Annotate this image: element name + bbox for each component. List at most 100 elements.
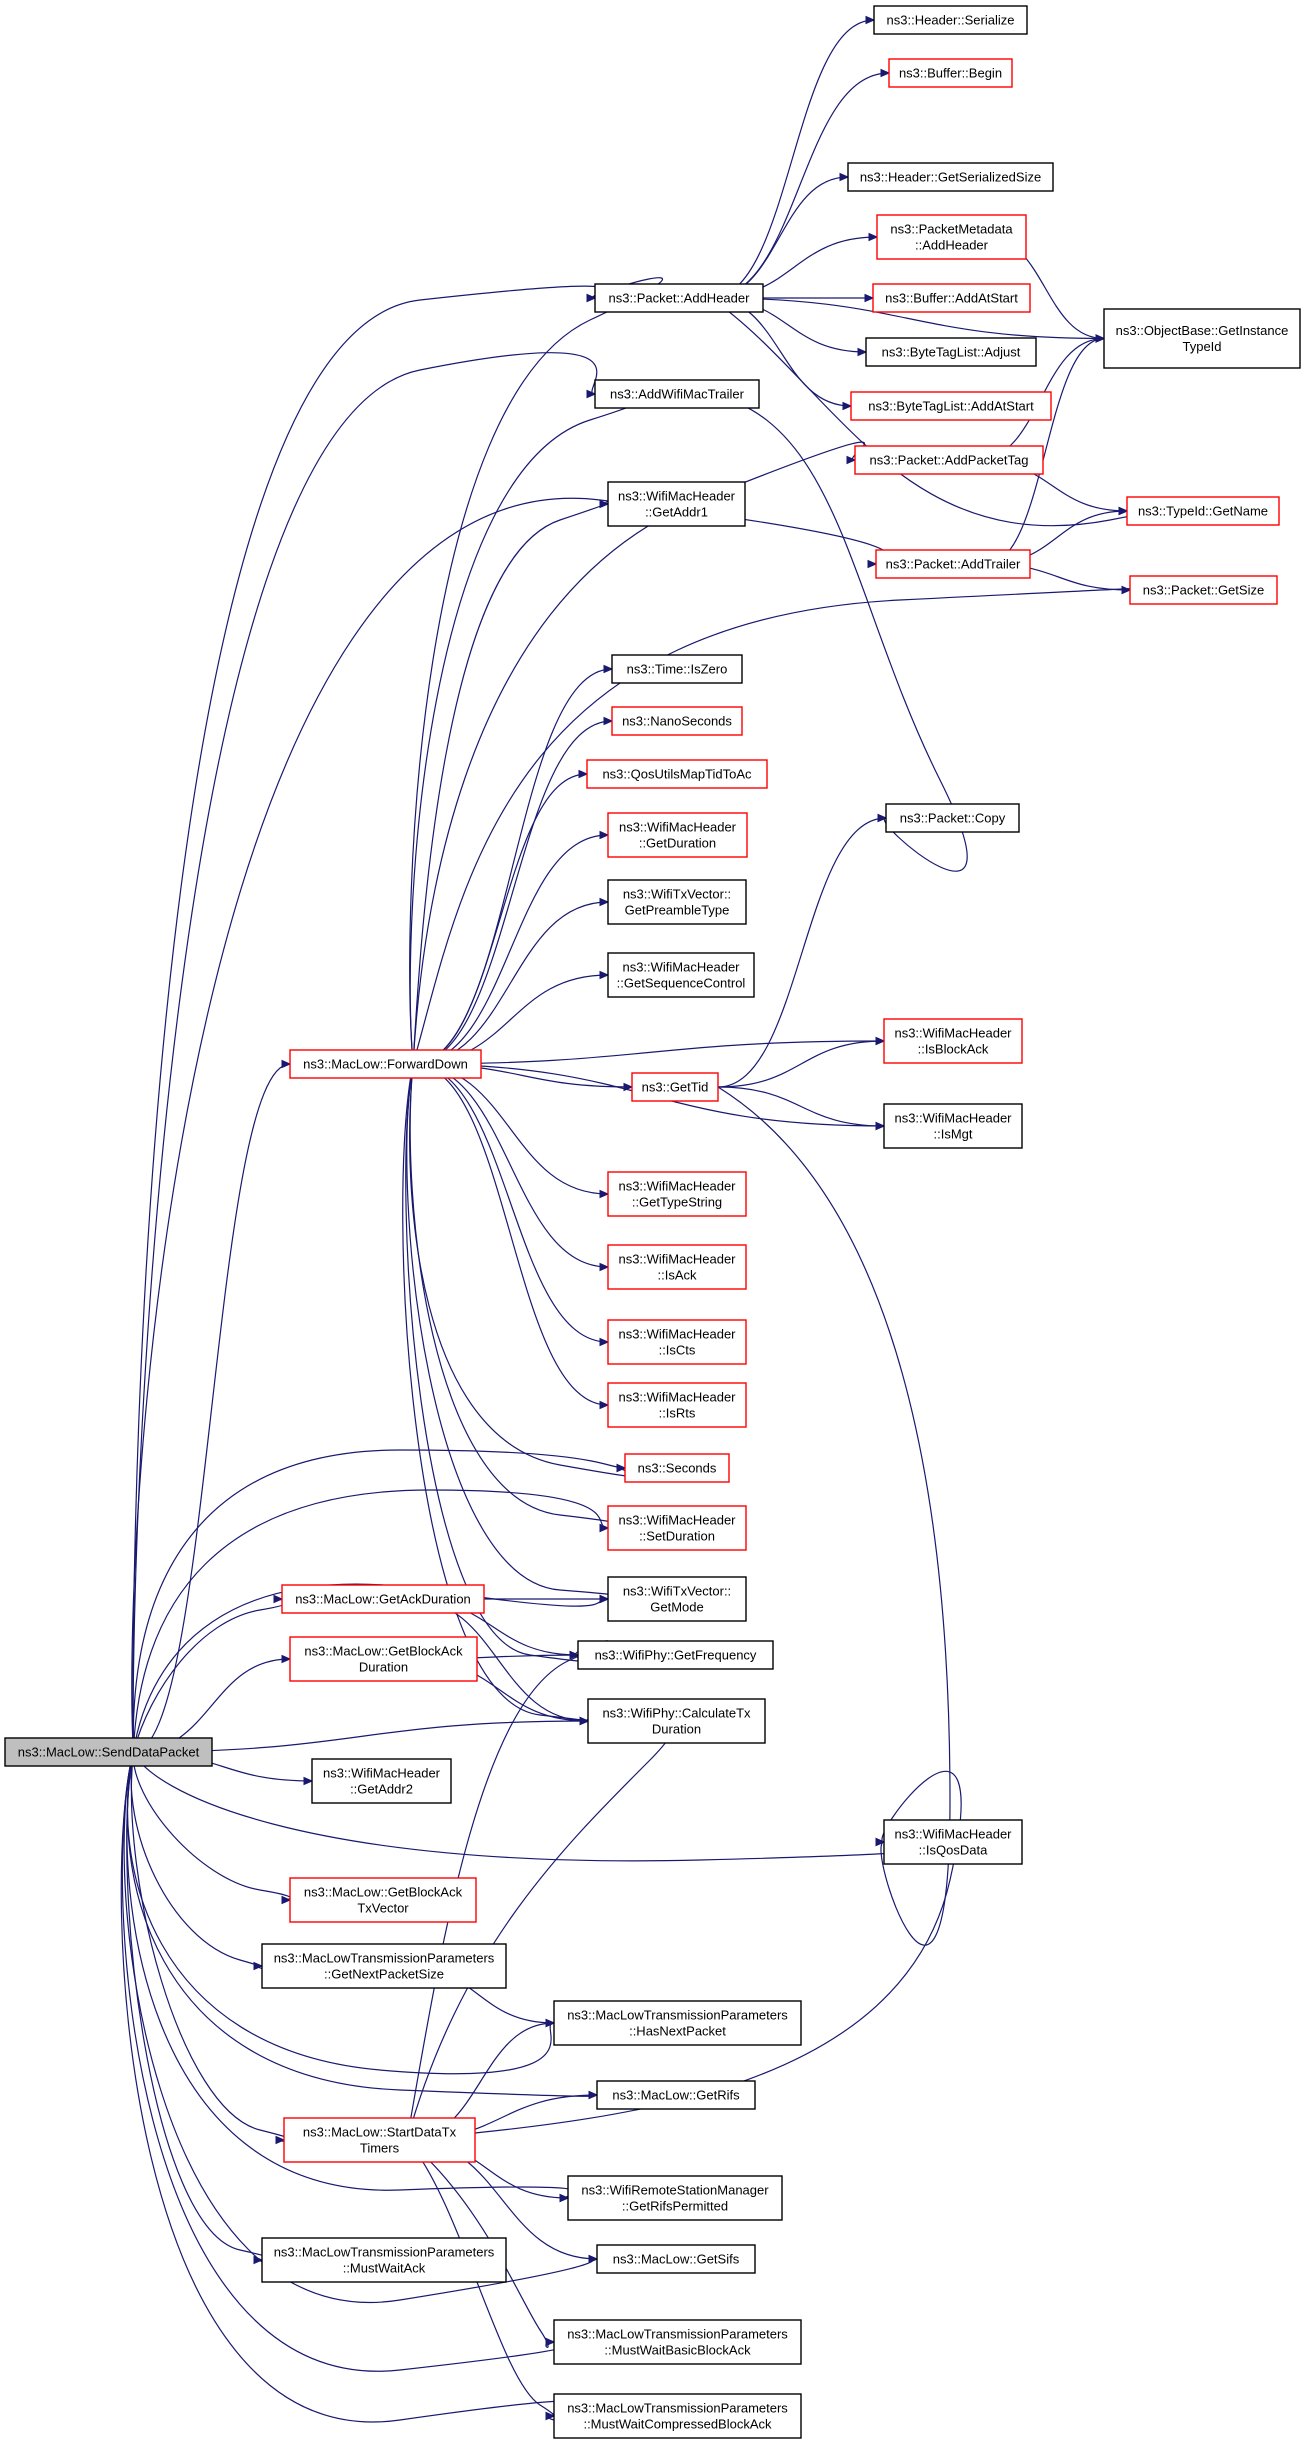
node-label: ns3::ByteTagList::Adjust [882,345,1021,360]
node-QosUtilsMapTidToAc[interactable]: ns3::QosUtilsMapTidToAc [586,759,768,789]
node-MustWaitAck[interactable]: ns3::MacLowTransmissionParameters::MustW… [261,2237,507,2283]
node-label: ns3::MacLow::GetRifs [612,2088,740,2103]
node-WifiMacHeaderIsRts[interactable]: ns3::WifiMacHeader::IsRts [607,1382,747,1428]
node-HasNextPacket[interactable]: ns3::MacLowTransmissionParameters::HasNe… [553,2000,802,2046]
edge-arrowhead [839,172,850,182]
node-WifiTxVectorGetMode[interactable]: ns3::WifiTxVector::GetMode [607,1576,747,1622]
edge-SendDataPacket-to-WifiMacHeaderSetDuration [132,1489,610,1753]
edge-arrowhead [579,1716,590,1726]
node-MustWaitCompressedBlockAck[interactable]: ns3::MacLowTransmissionParameters::MustW… [553,2393,802,2439]
edge-PacketAddHeader-to-HeaderSerialize [710,15,876,299]
node-GetRifs[interactable]: ns3::MacLow::GetRifs [596,2080,756,2110]
node-BufferAddAtStart[interactable]: ns3::Buffer::AddAtStart [872,283,1031,313]
node-GetAckDuration[interactable]: ns3::MacLow::GetAckDuration [281,1584,485,1614]
edge-line [133,1063,291,1753]
node-PacketAddHeader[interactable]: ns3::Packet::AddHeader [594,283,764,313]
node-label: ::GetDuration [639,836,716,851]
node-GetSifs[interactable]: ns3::MacLow::GetSifs [596,2244,756,2274]
node-label: ns3::WifiPhy::CalculateTx [602,1706,751,1721]
node-ByteTagListAddAtStart[interactable]: ns3::ByteTagList::AddAtStart [850,391,1052,421]
edge-line [132,285,604,1753]
node-PacketCopy[interactable]: ns3::Packet::Copy [885,803,1020,833]
node-box [281,1584,485,1614]
edge-line [406,2139,558,2421]
edge-arrowhead [545,2337,556,2347]
node-WifiMacHeaderGetTypeString[interactable]: ns3::WifiMacHeader::GetTypeString [607,1171,747,1217]
node-AddWifiMacTrailer[interactable]: ns3::AddWifiMacTrailer [594,379,760,409]
edge-line [710,19,875,299]
edge-arrowhead [877,813,888,823]
node-WifiTxVectorGetPreambleType[interactable]: ns3::WifiTxVector::GetPreambleType [607,879,747,925]
node-WifiMacHeaderIsCts[interactable]: ns3::WifiMacHeader::IsCts [607,1319,747,1365]
edge-SendDataPacket-to-PacketAddTrailer [131,497,889,1753]
node-label: ::GetTypeString [632,1195,722,1210]
node-GetRifsPermitted[interactable]: ns3::WifiRemoteStationManager::GetRifsPe… [567,2175,783,2221]
node-box [865,337,1037,367]
node-box [289,1877,477,1923]
node-WifiMacHeaderIsQosData[interactable]: ns3::WifiMacHeader::IsQosData [883,1819,1023,1865]
edge-line [412,586,1159,1065]
edge-arrowhead [273,1594,284,1604]
node-WifiMacHeaderGetAddr2[interactable]: ns3::WifiMacHeader::GetAddr2 [311,1758,452,1804]
node-WifiMacHeaderGetAddr1[interactable]: ns3::WifiMacHeader::GetAddr1 [607,481,746,527]
node-label: ns3::MacLow::GetBlockAck [304,1644,463,1659]
edge-arrowhead [303,1776,314,1786]
node-WifiMacHeaderIsBlockAck[interactable]: ns3::WifiMacHeader::IsBlockAck [883,1018,1023,1064]
edge-PacketAddHeader-to-HeaderGetSerializedSize [710,172,850,299]
edge-arrowhead [588,2090,599,2100]
node-box [4,1737,213,1767]
edge-arrowhead [599,1337,610,1347]
node-HeaderSerialize[interactable]: ns3::Header::Serialize [873,5,1028,35]
node-Seconds[interactable]: ns3::Seconds [624,1453,730,1483]
edge-GetTid-to-WifiMacHeaderIsQosData [717,1086,951,1946]
node-label: ns3::GetTid [642,1080,709,1095]
node-label: ::MustWaitCompressedBlockAck [583,2417,772,2432]
node-TypeIdGetName[interactable]: ns3::TypeId::GetName [1126,496,1280,526]
node-WifiMacHeaderIsMgt[interactable]: ns3::WifiMacHeader::IsMgt [883,1103,1023,1149]
node-MustWaitBasicBlockAck[interactable]: ns3::MacLowTransmissionParameters::MustW… [553,2319,802,2365]
node-box [624,1453,730,1483]
node-PacketGetSize[interactable]: ns3::Packet::GetSize [1129,575,1278,605]
node-NanoSeconds[interactable]: ns3::NanoSeconds [611,706,743,736]
node-label: ::AddHeader [915,238,989,253]
node-label: ::MustWaitAck [343,2261,426,2276]
node-WifiMacHeaderGetSequenceControl[interactable]: ns3::WifiMacHeader::GetSequenceControl [607,952,755,998]
node-label: ns3::ObjectBase::GetInstance [1116,323,1289,338]
node-label: ns3::MacLow::StartDataTx [303,2125,457,2140]
node-label: ::GetAddr2 [350,1782,413,1797]
node-GetNextPacketSize[interactable]: ns3::MacLowTransmissionParameters::GetNe… [261,1943,507,1989]
node-PacketMetadataAddHeader[interactable]: ns3::PacketMetadata::AddHeader [876,214,1027,260]
node-PacketAddTrailer[interactable]: ns3::Packet::AddTrailer [875,549,1031,579]
node-TimeIsZero[interactable]: ns3::Time::IsZero [611,654,743,684]
node-WifiMacHeaderIsAck[interactable]: ns3::WifiMacHeader::IsAck [607,1244,747,1290]
node-PacketAddPacketTag[interactable]: ns3::Packet::AddPacketTag [854,445,1044,475]
edge-line [413,901,609,1065]
node-ForwardDown[interactable]: ns3::MacLow::ForwardDown [289,1049,482,1079]
node-HeaderGetSerializedSize[interactable]: ns3::Header::GetSerializedSize [847,162,1054,192]
node-box [883,1018,1023,1064]
edge-SendDataPacket-to-MustWaitAck [126,1751,282,2265]
edge-arrowhead [599,1400,610,1410]
node-label: ns3::WifiMacHeader [894,1111,1012,1126]
node-ByteTagListAdjust[interactable]: ns3::ByteTagList::Adjust [865,337,1037,367]
node-box [885,803,1020,833]
edge-SendDataPacket-to-GetAckDuration [132,1594,289,1753]
edge-SendDataPacket-to-ForwardDown [133,1059,292,1753]
edge-GetTid-to-WifiMacHeaderIsMgt [717,1086,886,1131]
node-box [875,549,1031,579]
node-BufferBegin[interactable]: ns3::Buffer::Begin [888,58,1013,88]
node-label: ns3::Packet::GetSize [1143,583,1264,598]
edge-ForwardDown-to-WifiMacHeaderIsRts [413,1063,610,1410]
edge-StartDataTxTimers-to-MustWaitCompressedBlockAck [406,2139,558,2421]
node-GetTid[interactable]: ns3::GetTid [631,1072,719,1102]
node-WifiPhyGetFrequency[interactable]: ns3::WifiPhy::GetFrequency [577,1640,774,1670]
node-WifiMacHeaderGetDuration[interactable]: ns3::WifiMacHeader::GetDuration [607,812,748,858]
node-SendDataPacket[interactable]: ns3::MacLow::SendDataPacket [4,1737,213,1767]
node-label: ns3::WifiPhy::GetFrequency [595,1648,757,1663]
node-WifiMacHeaderSetDuration[interactable]: ns3::WifiMacHeader::SetDuration [607,1505,747,1551]
